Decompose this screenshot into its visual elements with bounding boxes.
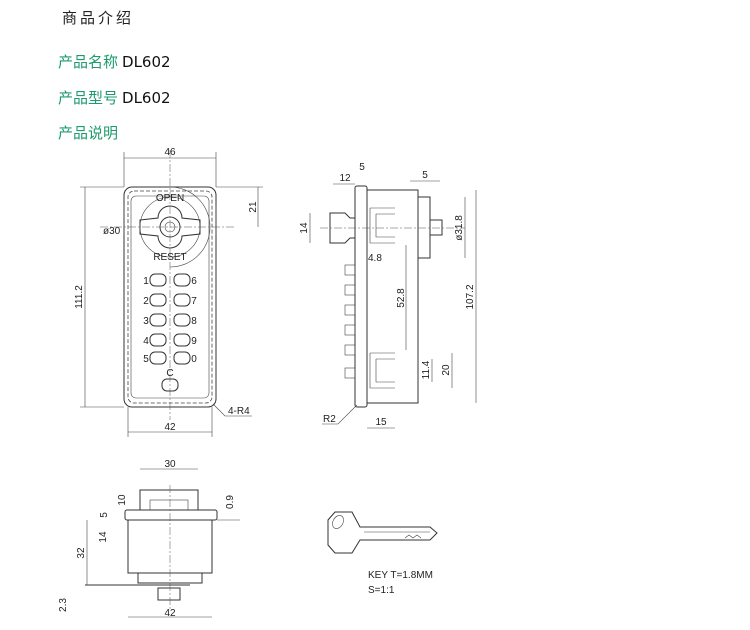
key-drawing: KEY T=1.8MM S=1:1 [327,511,438,596]
product-model-value: DL602 [122,89,171,107]
dim-42-bottom: 42 [164,608,176,619]
dim-2-3: 2.3 [58,598,69,612]
key-spec: KEY T=1.8MM [368,570,433,581]
key-6: 6 [191,276,197,287]
key-2: 2 [143,296,149,307]
dim-4-8: 4.8 [368,253,382,264]
dim-20: 20 [441,364,452,376]
section-title: 商品介绍 [62,9,135,27]
dim-15: 15 [375,417,387,428]
front-view: OPEN RESET 1 2 3 4 5 6 7 8 9 0 C 46 111.… [74,147,263,437]
dim-dia-31-8: ø31.8 [454,215,465,241]
dim-0-9: 0.9 [225,495,236,509]
side-view: 12 5 5 14 4.8 52.8 ø31.8 107.2 11.4 20 R… [299,162,477,429]
key-c: C [166,368,173,379]
key-5: 5 [143,354,149,365]
dim-dia-30: ø30 [103,226,121,237]
dim-21: 21 [248,201,259,213]
key-scale: S=1:1 [368,585,395,596]
keypad: 1 2 3 4 5 6 7 8 9 0 C [143,273,197,392]
dim-107-2: 107.2 [465,284,476,309]
product-model-label: 产品型号 [58,89,119,107]
dim-111-2: 111.2 [74,285,85,309]
dim-32: 32 [76,547,87,559]
dim-5-plate: 5 [359,162,365,173]
key-9: 9 [191,336,197,347]
dim-14: 14 [299,222,310,234]
product-name-value: DL602 [122,53,171,71]
dim-12: 12 [339,173,351,184]
dim-5-cyl: 5 [422,170,428,181]
key-0: 0 [191,354,197,365]
key-1: 1 [143,276,149,287]
dim-4-r4: 4-R4 [228,406,250,417]
key-8: 8 [191,316,197,327]
key-3: 3 [143,316,149,327]
open-label: OPEN [156,193,184,204]
dim-42: 42 [164,422,176,433]
dim-30: 30 [164,459,176,470]
product-desc-label: 产品说明 [58,124,119,142]
dim-r2: R2 [323,414,336,425]
product-name-label: 产品名称 [58,53,119,71]
dim-11-4: 11.4 [421,360,432,379]
dim-5-flange: 5 [99,512,110,518]
dim-10: 10 [117,494,128,506]
dim-14-clip: 14 [98,531,109,543]
dim-46: 46 [164,147,176,158]
key-4: 4 [143,336,149,347]
reset-label: RESET [153,252,186,263]
bottom-view: 30 10 5 14 32 0.9 2.3 42 [58,459,240,619]
key-7: 7 [191,296,197,307]
product-desc-row: 产品说明 [58,122,118,143]
dim-52-8: 52.8 [396,288,407,308]
